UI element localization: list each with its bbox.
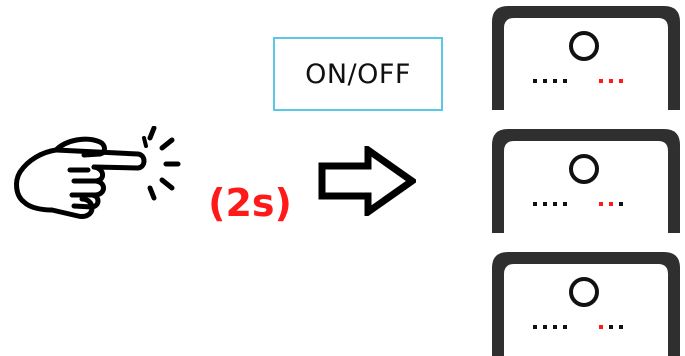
- power-button-icon: [569, 154, 599, 184]
- led-off: [619, 325, 623, 329]
- led-off: [553, 202, 557, 206]
- led-off: [563, 79, 567, 83]
- led-on: [599, 325, 603, 329]
- led-on: [619, 79, 623, 83]
- right-arrow-outline-icon: [318, 143, 419, 219]
- led-on: [609, 202, 613, 206]
- device-state-1: [492, 0, 682, 110]
- led-on: [599, 202, 603, 206]
- device-face: [504, 141, 668, 233]
- led-off: [563, 325, 567, 329]
- pointing-hand-press-icon: [8, 125, 184, 236]
- led-off: [533, 79, 537, 83]
- hold-duration-label: (2s): [208, 181, 292, 225]
- led-on: [609, 79, 613, 83]
- led-on: [599, 79, 603, 83]
- led-off: [553, 325, 557, 329]
- on-off-label: ON/OFF: [305, 58, 411, 90]
- device-face: [504, 264, 668, 356]
- device-face: [504, 18, 668, 110]
- led-off: [553, 79, 557, 83]
- led-off: [543, 202, 547, 206]
- device-state-3: [492, 246, 682, 356]
- led-off: [533, 325, 537, 329]
- led-off: [543, 325, 547, 329]
- power-button-icon: [569, 277, 599, 307]
- led-off: [533, 202, 537, 206]
- led-off: [543, 79, 547, 83]
- led-off: [563, 202, 567, 206]
- on-off-label-box: ON/OFF: [273, 37, 443, 111]
- device-state-2: [492, 123, 682, 233]
- power-button-icon: [569, 31, 599, 61]
- led-off: [619, 202, 623, 206]
- led-off: [609, 325, 613, 329]
